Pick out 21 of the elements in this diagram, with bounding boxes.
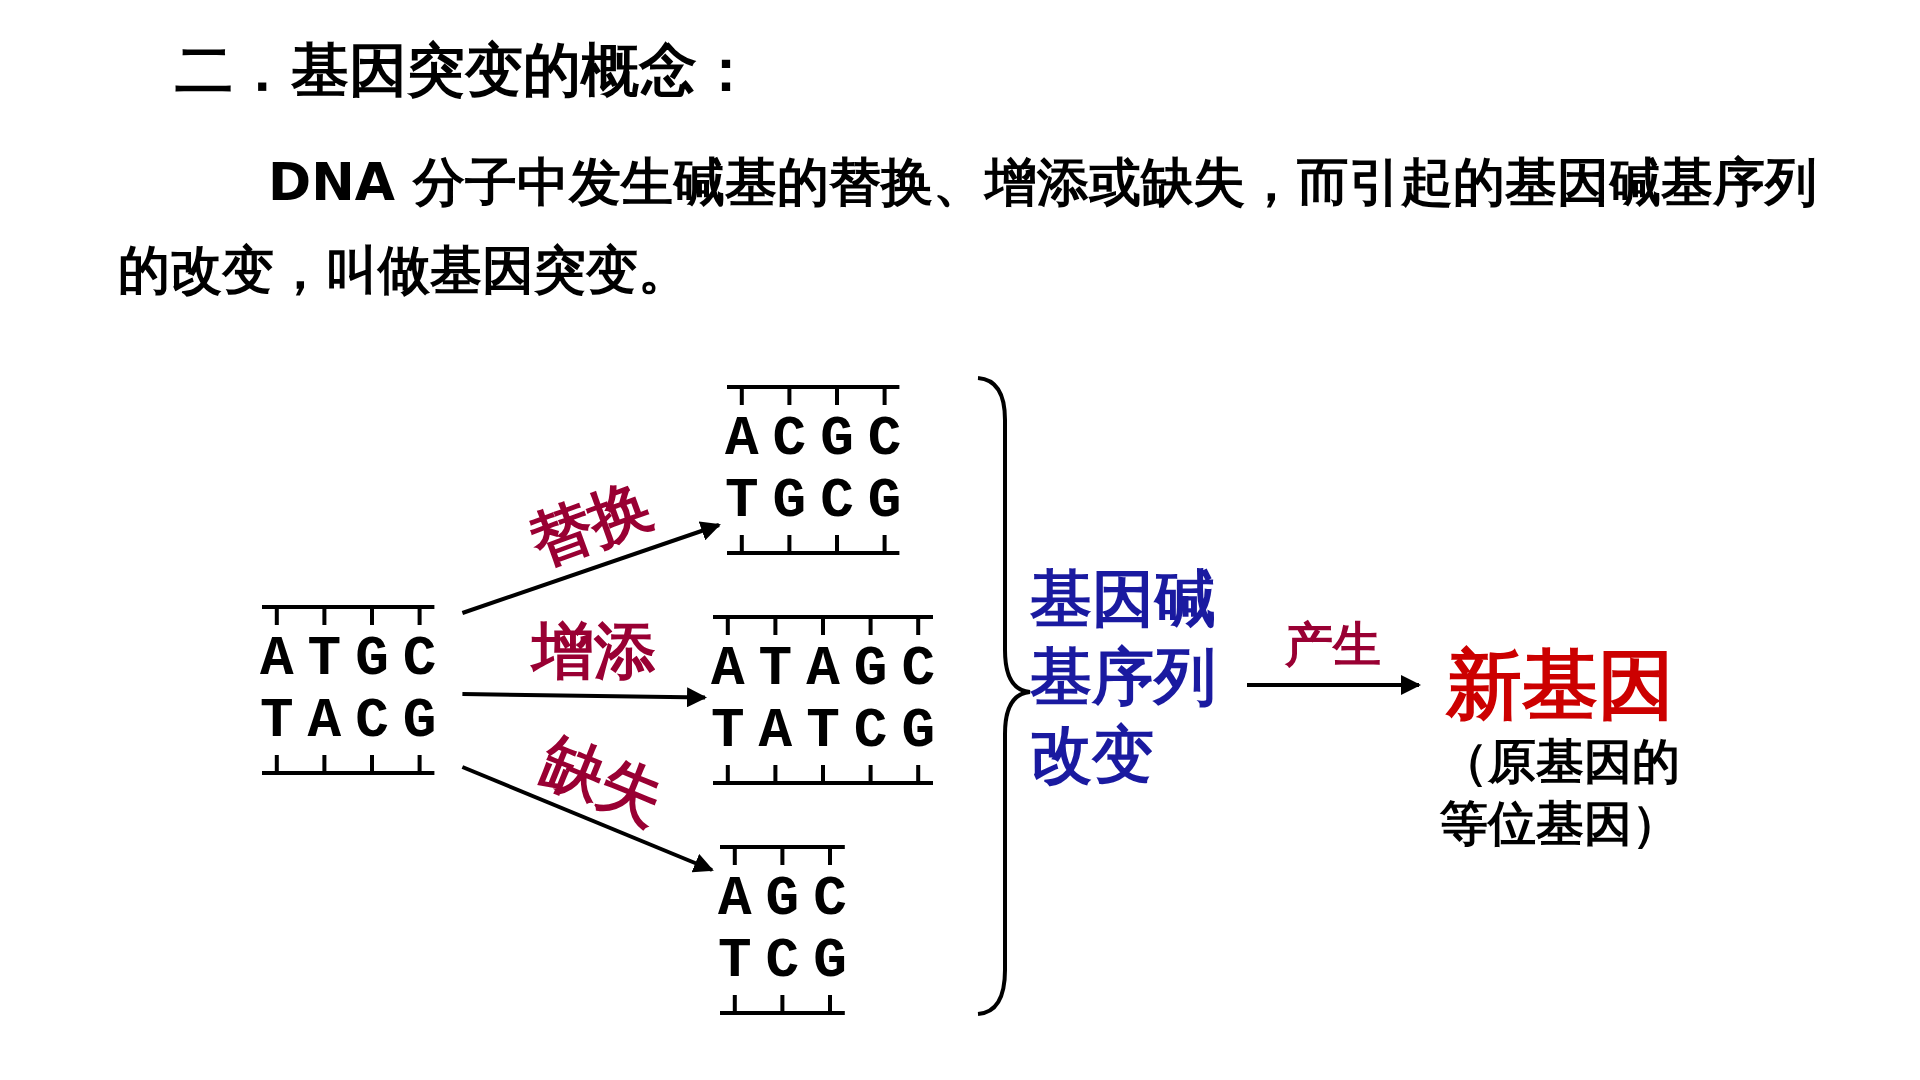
base-sequence: TACG [260,690,451,752]
edge-label: 替换 [518,467,663,582]
base-sequence: ACGC [725,408,916,470]
base-sequence: TATCG [711,700,949,762]
base-sequence: ATGC [260,628,451,690]
arrow [461,765,714,873]
node-title: 新基因 [1444,640,1675,730]
base-sequence: ATAGC [711,638,949,700]
base-sequence: AGC [718,868,861,930]
arrow [461,521,721,615]
paragraph: DNA 分子中发生碱基的替换、增添或缺失，而引起的基因碱基序列的改变，叫做基因突变。 [118,151,1818,302]
edge-label: 增添 [531,612,656,689]
title: 二．基因突变的概念： [175,35,755,106]
edge-label: 缺失 [530,721,675,840]
node-note: （原基因的等位基因） [1439,732,1681,853]
arrow [1247,675,1421,695]
base-sequence: TGCG [725,470,916,532]
base-sequence: TCG [718,930,861,992]
edge-label: 产生 [1285,615,1381,674]
arrow [462,687,707,708]
node-text: 基因碱基序列改变 [1030,561,1217,793]
